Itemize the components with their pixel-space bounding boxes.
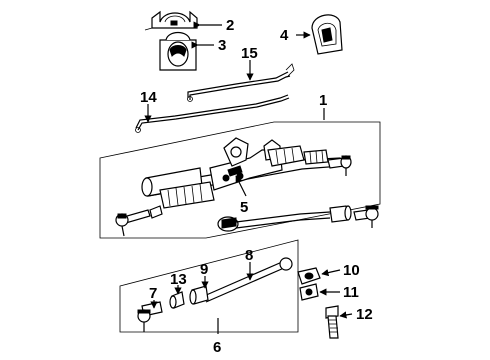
clamp-bracket-part xyxy=(144,10,198,31)
center-link-part xyxy=(217,205,352,232)
callout-12: 12 xyxy=(356,306,373,323)
rack-and-pinion-gear xyxy=(115,137,352,237)
callout-4: 4 xyxy=(280,27,289,44)
callout-11: 11 xyxy=(343,284,359,301)
leader-5 xyxy=(235,175,247,197)
clamp-part xyxy=(169,291,185,309)
assembly-outline-6 xyxy=(119,239,299,333)
callout-8: 8 xyxy=(245,247,253,264)
return-line-part xyxy=(135,94,290,133)
bolt-part xyxy=(325,305,339,339)
callout-6: 6 xyxy=(213,339,221,356)
plate-part xyxy=(297,267,321,285)
sleeve-part xyxy=(189,285,209,305)
retainer-part xyxy=(299,283,319,301)
callout-1: 1 xyxy=(319,92,327,109)
callout-14: 14 xyxy=(140,89,157,106)
callout-10: 10 xyxy=(343,262,360,279)
callout-9: 9 xyxy=(200,261,208,278)
callout-3: 3 xyxy=(218,37,226,54)
mount-bushing-part xyxy=(311,14,343,55)
callout-13: 13 xyxy=(170,271,187,288)
callout-5: 5 xyxy=(240,199,248,216)
leader-10 xyxy=(321,269,341,277)
tie-rod-part xyxy=(203,257,293,303)
assembly-outline-1 xyxy=(99,121,381,239)
tie-rod-end-part xyxy=(137,301,163,332)
callout-2: 2 xyxy=(226,17,234,34)
tie-rod-end-right xyxy=(353,205,379,228)
bushing-part xyxy=(159,31,197,71)
callout-15: 15 xyxy=(241,45,258,62)
pressure-line-part xyxy=(187,63,295,102)
callout-7: 7 xyxy=(149,285,157,302)
leader-12 xyxy=(339,311,353,319)
